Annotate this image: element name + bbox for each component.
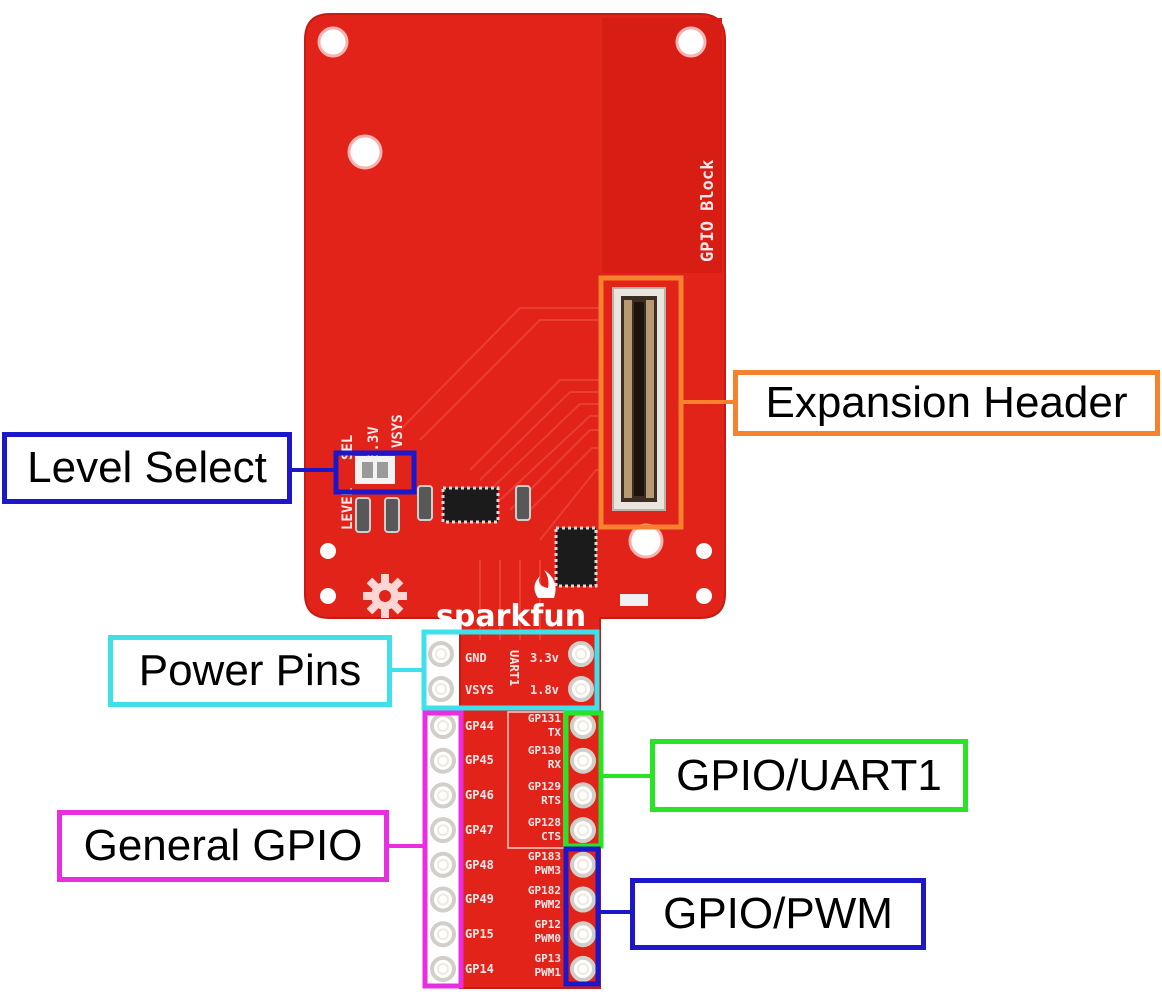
mounting-hole — [628, 523, 664, 559]
ic-chip — [554, 526, 598, 588]
pin-label-pwm0: PWM0 — [535, 932, 562, 945]
pin-pad-uart-pwm-hole — [577, 754, 589, 767]
board-title: GPIO Block — [698, 160, 718, 262]
pin-pad-uart-pwm-hole — [577, 893, 589, 906]
pin-label-gp46: GP46 — [465, 788, 494, 802]
pin-label-gp48: GP48 — [465, 858, 494, 872]
pin-pad-uart-pwm-hole — [577, 928, 589, 941]
pin-label-gp15: GP15 — [465, 927, 494, 941]
mounting-hole — [317, 26, 349, 58]
pin-label-pwm1: PWM1 — [535, 966, 562, 979]
mounting-hole — [320, 588, 336, 604]
pin-label-gp47: GP47 — [465, 823, 494, 837]
pin-label-gp49: GP49 — [465, 892, 494, 906]
callout-gpio-pwm: GPIO/PWM — [630, 878, 926, 950]
pin-label-vsys: VSYS — [465, 683, 494, 697]
pin-pad-gpio-hole — [437, 858, 449, 871]
highlight-gpio-pwm — [563, 846, 601, 987]
callout-gpio-uart1: GPIO/UART1 — [650, 739, 968, 812]
callout-general-gpio: General GPIO — [57, 810, 389, 882]
pin-label-gp131: GP131 — [528, 712, 561, 725]
pcb-board: GPIO Block LEVEL SEL 3.3V VSYS sparkfun — [304, 13, 726, 989]
pin-label-gnd: GND — [465, 651, 487, 665]
pin-label-gp13: GP13 — [535, 952, 562, 965]
callout-power-pins: Power Pins — [108, 635, 392, 707]
vsys-label: VSYS — [390, 414, 406, 448]
pin-pad-vsys-hole — [435, 683, 447, 695]
pin-label-gp12: GP12 — [535, 918, 562, 931]
pin-label-tx: TX — [548, 726, 562, 739]
pin-label-3v3: 3.3v — [530, 651, 559, 665]
pin-label-1v8: 1.8v — [530, 683, 559, 697]
pin-label-cts: CTS — [541, 830, 561, 843]
led — [620, 594, 648, 606]
capacitor — [384, 497, 400, 533]
mounting-hole — [696, 543, 712, 559]
pin-pad-gpio-hole — [437, 962, 449, 975]
callout-level-select: Level Select — [2, 432, 292, 504]
pin-label-rx: RX — [548, 758, 562, 771]
pin-pad-uart-pwm-hole — [577, 720, 589, 732]
pin-label-gp183: GP183 — [528, 850, 561, 863]
pin-pad-uart-pwm-hole — [577, 789, 589, 802]
antenna-region — [602, 18, 722, 273]
capacitor — [417, 485, 433, 521]
pin-label-gp182: GP182 — [528, 884, 561, 897]
pin-pad-uart-pwm-hole — [577, 824, 589, 837]
pin-pad-gpio-hole — [437, 928, 449, 941]
pin-pad-gnd-hole — [435, 648, 447, 660]
uart-pin-labels: GP131 TX GP130 RX GP129 RTS GP128 CTS — [507, 711, 565, 849]
callout-expansion-header: Expansion Header — [733, 370, 1160, 436]
pin-label-gp129: GP129 — [528, 780, 561, 793]
mounting-hole — [696, 588, 712, 604]
pin-label-gp45: GP45 — [465, 753, 494, 767]
pin-pad-gpio-hole — [437, 754, 449, 767]
brand-logo: sparkfun — [436, 599, 586, 634]
pin-label-pwm2: PWM2 — [535, 898, 562, 911]
pin-pad-uart-pwm-hole — [577, 962, 589, 975]
uart1-label: UART1 — [507, 650, 521, 686]
level-label: LEVEL — [340, 488, 356, 530]
pin-pad-gpio-hole — [437, 824, 449, 837]
pin-label-gp14: GP14 — [465, 962, 494, 976]
pin-label-pwm3: PWM3 — [535, 864, 562, 877]
capacitor — [515, 485, 531, 521]
pin-label-rts: RTS — [541, 794, 561, 807]
pin-pad-gpio-hole — [437, 789, 449, 802]
flame-icon — [534, 570, 556, 598]
gear-icon — [363, 574, 407, 618]
pin-pad-uart-pwm-hole — [577, 858, 589, 871]
gpio-pin-labels: GP44 GP45 GP46 GP47 GP48 GP49 GP15 GP14 — [465, 719, 494, 976]
pin-label-gp44: GP44 — [465, 719, 494, 733]
ic-chip — [441, 486, 500, 524]
pwm-pin-labels: GP183 PWM3 GP182 PWM2 GP12 PWM0 GP13 PWM… — [528, 850, 561, 979]
mounting-holes — [317, 26, 712, 604]
capacitor — [355, 497, 371, 533]
pin-pad-gpio-hole — [437, 893, 449, 906]
solder-jumper-pad — [377, 462, 388, 478]
header-pins — [428, 641, 596, 982]
highlight-general-gpio — [422, 710, 464, 989]
mounting-hole — [347, 134, 383, 170]
pin-pad-3v3-hole — [575, 648, 587, 660]
solder-jumper — [355, 456, 395, 484]
sel-label: SEL — [340, 435, 356, 460]
highlight-gpio-uart1 — [563, 710, 604, 849]
mounting-hole — [320, 543, 336, 559]
pin-pad-1v8-hole — [575, 683, 587, 695]
pin-label-gp130: GP130 — [528, 744, 561, 757]
leader-lines — [290, 400, 734, 914]
highlight-level-select — [333, 450, 417, 495]
components — [355, 456, 648, 606]
expansion-header-connector — [612, 287, 666, 511]
solder-jumper-pad — [362, 462, 373, 478]
power-pin-labels: GND VSYS UART1 3.3v 1.8v — [465, 650, 559, 697]
pin-pad-gpio-hole — [437, 720, 449, 732]
mounting-hole — [675, 26, 707, 58]
pin-label-gp128: GP128 — [528, 816, 561, 829]
